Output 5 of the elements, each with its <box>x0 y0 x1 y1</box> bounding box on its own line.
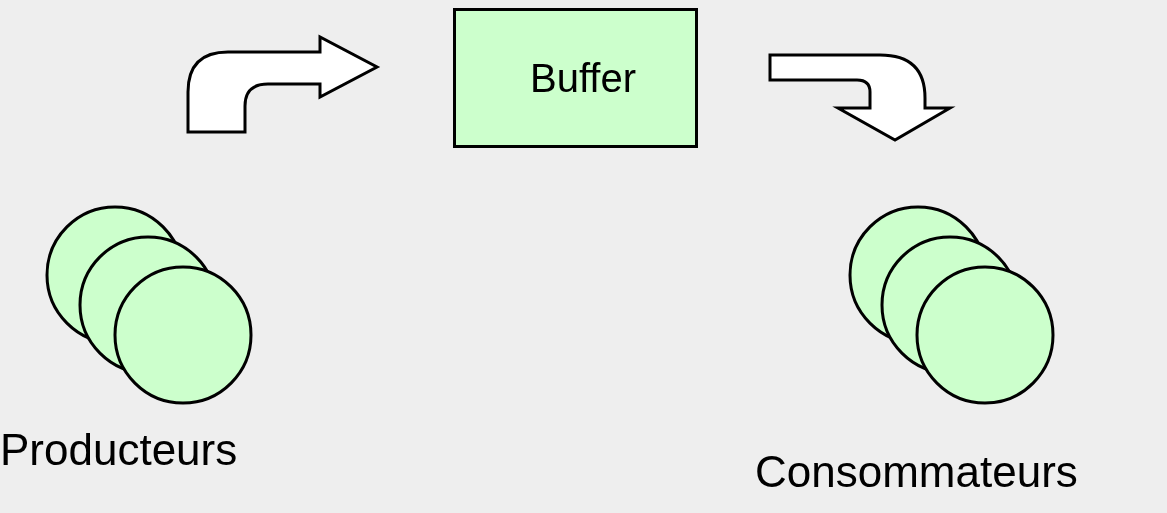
buffer-box <box>453 8 698 148</box>
block-arrow <box>186 35 379 134</box>
node-label: Producteurs <box>0 428 238 472</box>
box-label: Buffer <box>529 55 636 102</box>
node-label: Consommateurs <box>755 450 1078 494</box>
